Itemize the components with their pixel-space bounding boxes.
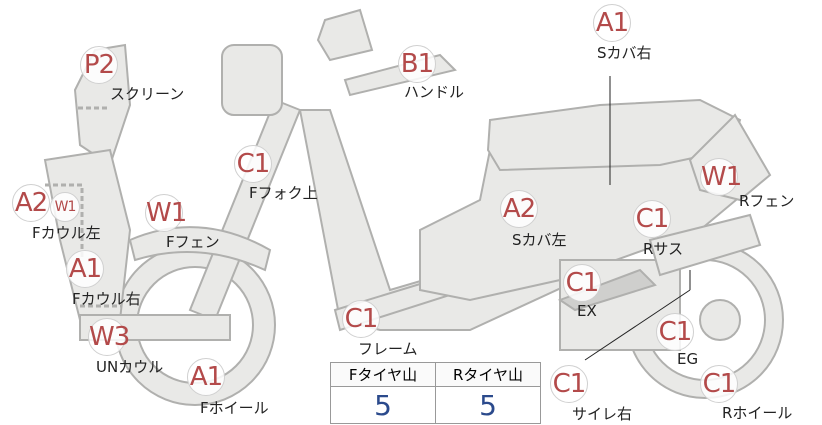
grade-badge-f-wheel: A1: [187, 358, 225, 396]
label-silencer-right: サイレ右: [572, 405, 633, 423]
grade-badge-f-cowl-right: A1: [66, 250, 104, 288]
grade-badge-silencer-right: C1: [550, 365, 588, 403]
label-frame: フレーム: [358, 340, 418, 358]
header-rear-tire-tread: Rタイヤ山: [435, 362, 541, 387]
label-r-fender: Rフェン: [739, 192, 795, 210]
grade-badge-r-fender: W1: [700, 158, 742, 196]
rear-shock: [648, 213, 762, 277]
grade-badge-s-cover-left: A2: [500, 190, 538, 228]
grade-badge-engine: C1: [656, 313, 694, 351]
grade-badge-r-wheel: C1: [700, 365, 738, 403]
grade-badge-f-fork-upper: C1: [234, 145, 272, 183]
label-exhaust: EX: [577, 302, 597, 320]
label-engine: EG: [677, 350, 699, 368]
grade-badge-exhaust: C1: [563, 264, 601, 302]
grade-badge-screen: P2: [80, 46, 118, 84]
label-s-cover-right: Sカバ右: [597, 44, 652, 62]
header-front-tire-tread: Fタイヤ山: [330, 362, 436, 387]
label-r-wheel: Rホイール: [722, 404, 793, 422]
grade-badge-f-cowl-left: A2: [12, 184, 50, 222]
mirror: [316, 8, 374, 62]
grade-badge-r-suspension: C1: [633, 200, 671, 238]
label-screen: スクリーン: [110, 85, 185, 103]
label-s-cover-left: Sカバ左: [512, 231, 567, 249]
label-f-wheel: Fホイール: [200, 399, 269, 417]
grade-badge-handle: B1: [398, 45, 436, 83]
grade-badge-f-fender: W1: [145, 194, 187, 232]
label-f-cowl-left: Fカウル左: [32, 224, 101, 242]
grade-badge-f-cowl-left-secondary: W1: [50, 192, 80, 222]
label-f-cowl-right: Fカウル右: [72, 290, 141, 308]
label-f-fork-upper: Fフォク上: [249, 184, 318, 202]
label-handle: ハンドル: [404, 83, 465, 101]
label-under-cowl: UNカウル: [96, 358, 164, 376]
grade-badge-s-cover-right: A1: [593, 4, 631, 42]
value-front-tire-tread: 5: [330, 386, 436, 424]
rear-hub: [699, 299, 741, 341]
grade-badge-frame: C1: [342, 300, 380, 338]
tire-tread-table: Fタイヤ山 Rタイヤ山 5 5: [330, 362, 541, 424]
value-rear-tire-tread: 5: [435, 386, 541, 424]
headlight: [221, 44, 283, 116]
label-f-fender: Fフェン: [166, 233, 220, 251]
label-r-suspension: Rサス: [643, 240, 684, 258]
grade-badge-under-cowl: W3: [88, 318, 130, 356]
